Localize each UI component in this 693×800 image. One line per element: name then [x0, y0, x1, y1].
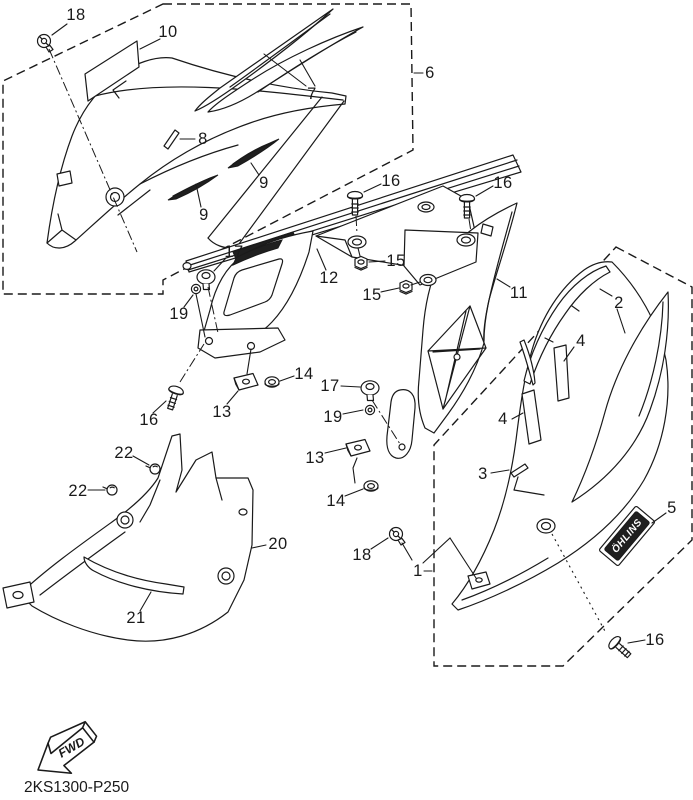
callout-label-14a: 14	[294, 365, 313, 383]
callout-label-1: 1	[413, 562, 423, 580]
center-cover-front-duct	[197, 230, 314, 359]
callout-label-16d: 16	[645, 631, 664, 649]
stripe-graphic-9-left	[167, 174, 219, 201]
clip-nut-13b-icon	[345, 438, 371, 457]
callout-label-14b: 14	[326, 492, 345, 510]
callout-label-17a: 17	[224, 243, 243, 261]
assembly-center-lines	[48, 48, 607, 634]
screw-hole-grommet	[105, 187, 125, 207]
callout-label-16b: 16	[493, 174, 512, 192]
callout-label-19b: 19	[323, 408, 342, 426]
callout-label-22b: 22	[68, 482, 87, 500]
callout-label-6: 6	[425, 64, 435, 82]
callout-label-8: 8	[198, 130, 208, 148]
mount-hole	[398, 443, 406, 451]
edge-graphic	[571, 291, 669, 503]
callout-label-12: 12	[319, 269, 338, 287]
assembly-box-left-cover	[2, 3, 414, 295]
decal-graphic-10	[84, 40, 140, 102]
callout-label-13a: 13	[212, 403, 231, 421]
clip-nut-13a-icon	[233, 372, 259, 391]
screw-17b-icon	[360, 380, 380, 402]
callout-label-3: 3	[478, 465, 488, 483]
screw-boss	[347, 235, 367, 249]
callout-label-15a: 15	[386, 252, 405, 270]
callout-label-10: 10	[158, 23, 177, 41]
nut-15b-icon	[399, 279, 413, 295]
screw-hole-grommet	[536, 518, 556, 534]
callout-label-18a: 18	[66, 6, 85, 24]
callout-label-19a: 19	[169, 305, 188, 323]
fwd-arrow: FWD	[37, 720, 98, 775]
nut-14b-icon	[363, 480, 379, 492]
mount-hole	[204, 336, 214, 346]
drawing-number: 2KS1300-P250	[24, 779, 130, 796]
stripe-graphic-7	[194, 8, 364, 113]
callout-label-13b: 13	[305, 449, 324, 467]
callout-label-16c: 16	[139, 411, 158, 429]
damper-strip-3	[510, 463, 529, 478]
callout-label-9b: 9	[199, 206, 209, 224]
callout-label-2: 2	[614, 294, 624, 312]
nut-19b-icon	[364, 404, 376, 416]
callout-label-5: 5	[667, 499, 677, 517]
callout-label-11: 11	[510, 284, 528, 302]
ohlins-emblem-part-5: ÖHLINS	[599, 505, 655, 567]
center-side-cover-part-11	[386, 202, 518, 459]
screw-16d-icon	[606, 633, 635, 662]
stripe-graphic-8	[163, 129, 180, 150]
callout-label-20: 20	[268, 535, 287, 553]
callout-label-9a: 9	[259, 174, 269, 192]
callout-label-4b: 4	[498, 410, 508, 428]
stripe-graphic-9-right	[227, 138, 280, 169]
screw-18b-icon	[388, 526, 406, 546]
callout-label-16a: 16	[381, 172, 400, 190]
inner-panel-part-20	[2, 433, 254, 642]
callout-label-4a: 4	[576, 332, 586, 350]
screw-boss	[419, 273, 437, 287]
trim-strip-part-21	[83, 556, 185, 595]
nut-19a-icon	[190, 283, 202, 295]
stripe-graphic-4-lower	[521, 389, 542, 445]
callout-label-18b: 18	[352, 546, 371, 564]
leader-lines	[51, 23, 667, 644]
nut-15a-icon	[354, 255, 368, 271]
nut-14a-icon	[264, 376, 280, 388]
screw-18a-icon	[36, 33, 54, 53]
left-side-cover-part	[46, 57, 347, 249]
screw-16c-icon	[162, 383, 186, 412]
ball-stud-22a-icon	[145, 463, 161, 475]
callout-label-22a: 22	[114, 444, 133, 462]
callout-label-17b: 17	[320, 377, 339, 395]
right-side-cover-part-1	[451, 261, 669, 611]
callout-label-15b: 15	[362, 286, 381, 304]
callout-label-21: 21	[126, 609, 145, 627]
screw-boss	[456, 233, 476, 247]
assembly-box-right-cover	[433, 246, 693, 667]
callout-label-7: 7	[307, 85, 317, 103]
